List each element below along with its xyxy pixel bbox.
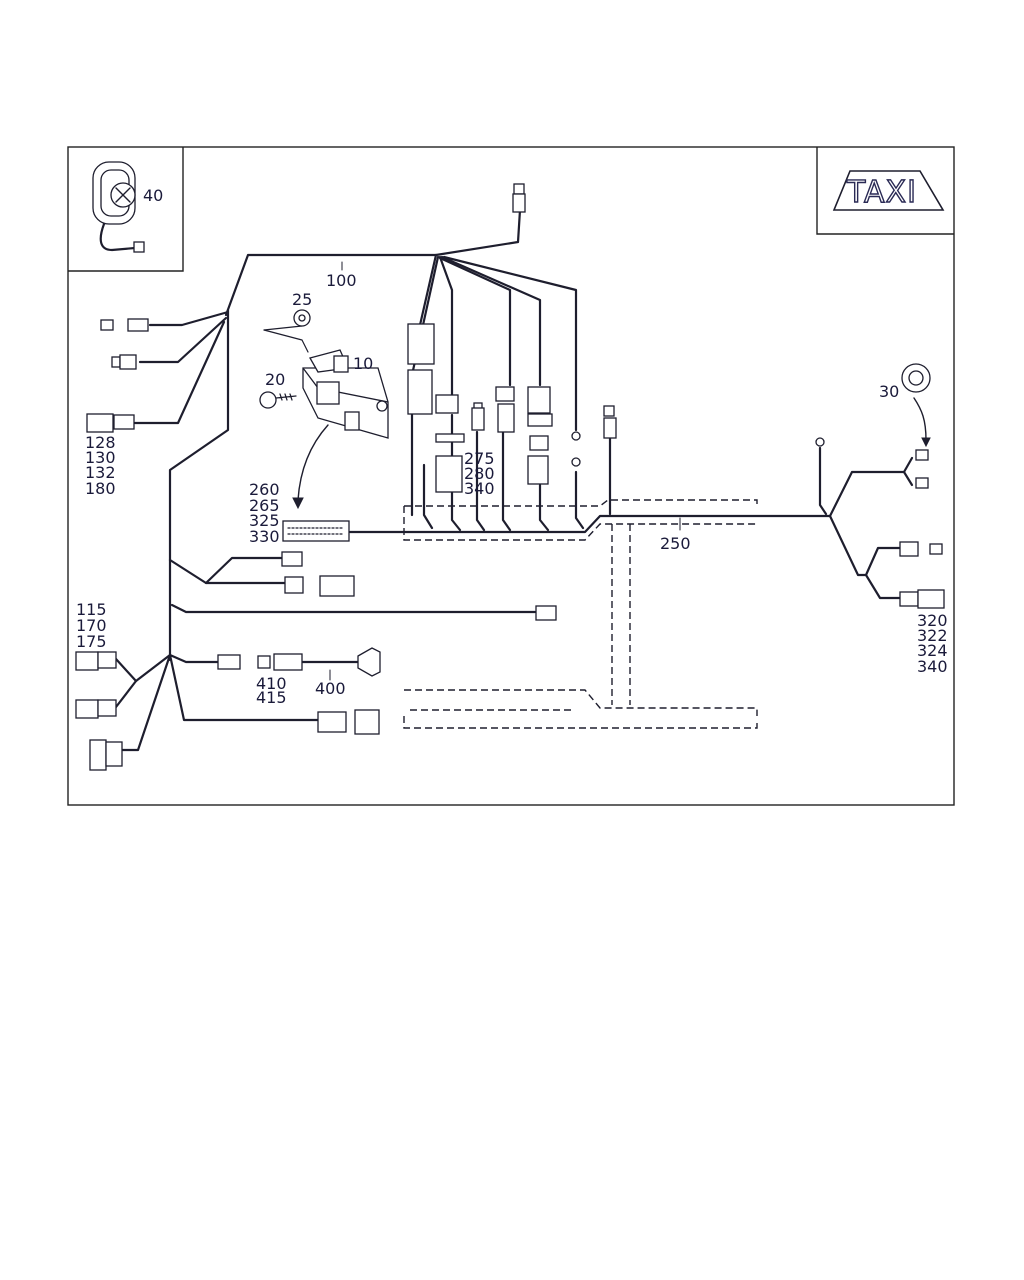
taxi-sign-text: TAXI <box>846 175 917 210</box>
callout-25: 25 <box>292 290 312 309</box>
callout-324: 324 <box>917 641 948 660</box>
callout-group-left-bottom: 115 170 175 <box>76 600 107 651</box>
callout-132: 132 <box>85 463 116 482</box>
callout-128: 128 <box>85 433 116 452</box>
callout-275: 275 <box>464 449 495 468</box>
control-unit-10 <box>263 325 389 510</box>
mid-connectors <box>407 183 825 493</box>
screw-20 <box>259 391 297 409</box>
callout-100: 100 <box>326 271 357 290</box>
callout-group-mid: 275 280 340 <box>464 449 495 498</box>
main-harness <box>114 208 914 752</box>
callout-group-ecu: 260 265 325 330 <box>249 480 280 546</box>
callout-group-left-top: 128 130 132 180 <box>85 433 116 498</box>
callout-325: 325 <box>249 511 280 530</box>
diagram-frame <box>67 146 955 806</box>
callout-group-right: 320 322 324 340 <box>917 611 948 676</box>
ecu-connector <box>282 520 350 542</box>
callout-130: 130 <box>85 448 116 467</box>
dashed-harness <box>403 499 758 729</box>
callout-115: 115 <box>76 600 107 619</box>
callout-group-410: 410 415 <box>256 674 287 707</box>
callout-410: 410 <box>256 674 287 693</box>
callout-260: 260 <box>249 480 280 499</box>
callout-280: 280 <box>464 464 495 483</box>
callout-415: 415 <box>256 688 287 707</box>
callout-175: 175 <box>76 632 107 651</box>
switch-30 <box>901 363 931 489</box>
top-left-connectors <box>86 318 149 433</box>
callout-20: 20 <box>265 370 285 389</box>
callout-180: 180 <box>85 479 116 498</box>
callout-250: 250 <box>660 534 691 553</box>
callout-400: 400 <box>315 679 346 698</box>
callout-340-right: 340 <box>917 657 948 676</box>
right-connectors <box>899 541 945 609</box>
inset-taxi-sign: TAXI <box>816 147 954 235</box>
lower-connectors <box>75 551 557 771</box>
callout-40: 40 <box>143 186 163 205</box>
callout-10: 10 <box>353 354 373 373</box>
callout-170: 170 <box>76 616 107 635</box>
callout-30: 30 <box>879 382 899 401</box>
callout-265: 265 <box>249 496 280 515</box>
inset-part-40: 40 <box>68 147 184 272</box>
callout-320: 320 <box>917 611 948 630</box>
clip-25 <box>293 309 311 327</box>
callout-330: 330 <box>249 527 280 546</box>
callout-340-mid: 340 <box>464 479 495 498</box>
callout-322: 322 <box>917 626 948 645</box>
